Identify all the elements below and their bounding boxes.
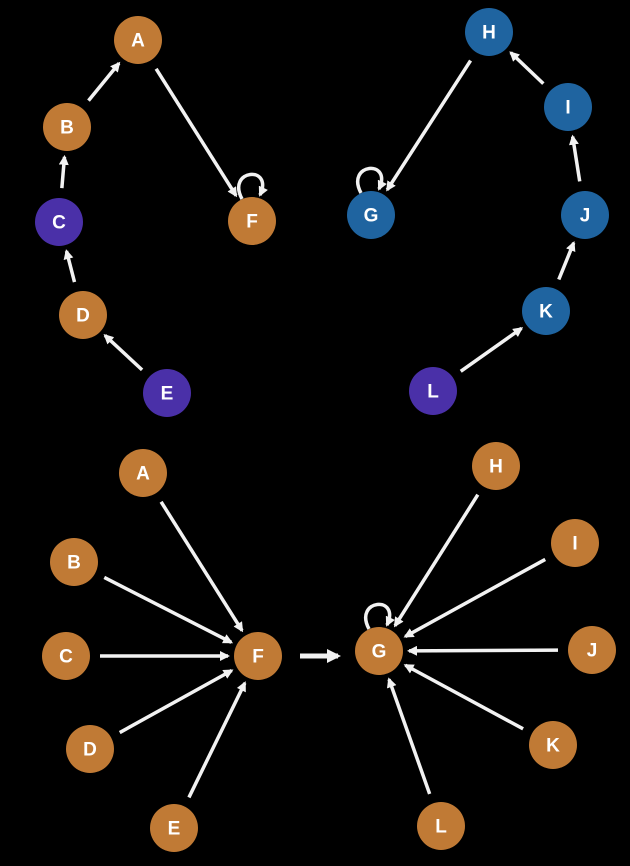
- node-label: G: [372, 642, 387, 663]
- node-bottom-left-B: B: [50, 538, 98, 586]
- edge-bottom-right-K-to-G: [403, 663, 524, 731]
- node-circle: [150, 804, 198, 852]
- node-circle: [409, 367, 457, 415]
- node-label: A: [131, 31, 145, 52]
- node-bottom-right-J: J: [568, 626, 616, 674]
- node-circle: [355, 627, 403, 675]
- node-top-right-K: K: [522, 287, 570, 335]
- node-circle: [234, 632, 282, 680]
- node-label: L: [427, 382, 439, 403]
- node-bottom-right-K: K: [529, 721, 577, 769]
- node-bottom-left-D: D: [66, 725, 114, 773]
- node-circle: [114, 16, 162, 64]
- self-loop-bottom-right-G: [364, 602, 395, 630]
- node-circle: [228, 197, 276, 245]
- node-label: H: [482, 23, 496, 44]
- node-circle: [551, 519, 599, 567]
- edge-top-left-C-to-B: [58, 154, 69, 189]
- node-bottom-left-C: C: [42, 632, 90, 680]
- node-top-left-B: B: [43, 103, 91, 151]
- node-label: J: [587, 641, 598, 662]
- edge-bottom-right-I-to-G: [403, 557, 547, 639]
- node-top-left-E: E: [143, 369, 191, 417]
- node-label: K: [539, 302, 553, 323]
- node-circle: [465, 8, 513, 56]
- node-bottom-left-A: A: [119, 449, 167, 497]
- node-bottom-right-H: H: [472, 442, 520, 490]
- node-bottom-right-G: G: [355, 627, 403, 675]
- node-circle: [119, 449, 167, 497]
- edge-top-right-J-to-I: [568, 134, 582, 182]
- edge-bottom-right-H-to-G: [393, 493, 480, 628]
- node-circle: [529, 721, 577, 769]
- edge-top-right-I-to-H: [509, 51, 545, 85]
- node-label: A: [136, 464, 150, 485]
- node-circle: [544, 83, 592, 131]
- node-top-right-L: L: [409, 367, 457, 415]
- node-circle: [66, 725, 114, 773]
- edge-bottom-right-J-to-G: [406, 645, 559, 656]
- node-label: H: [489, 457, 503, 478]
- edge-top-right-K-to-J: [557, 240, 576, 281]
- node-top-right-H: H: [465, 8, 513, 56]
- node-label: I: [565, 98, 570, 119]
- node-label: E: [168, 819, 181, 840]
- edge-bottom-right-L-to-G: [386, 677, 432, 795]
- node-top-right-I: I: [544, 83, 592, 131]
- node-circle: [568, 626, 616, 674]
- node-label: D: [83, 740, 97, 761]
- node-circle: [347, 191, 395, 239]
- edge-top-left-A-to-F: [154, 67, 238, 198]
- edge-bottom-left-B-to-F: [103, 575, 234, 644]
- self-loop-top-left-F: [237, 172, 268, 200]
- node-circle: [143, 369, 191, 417]
- edge-bottom-left-D-to-F: [118, 668, 234, 735]
- node-circle: [59, 291, 107, 339]
- node-top-left-D: D: [59, 291, 107, 339]
- edge-top-left-E-to-D: [103, 334, 144, 372]
- node-circle: [417, 802, 465, 850]
- node-bottom-left-F: F: [234, 632, 282, 680]
- node-circle: [35, 198, 83, 246]
- node-top-right-J: J: [561, 191, 609, 239]
- edge-bottom-left-A-to-F: [159, 500, 244, 633]
- edge-top-left-D-to-C: [63, 249, 77, 283]
- node-label: L: [435, 817, 447, 838]
- node-label: I: [572, 534, 577, 555]
- node-label: C: [52, 213, 66, 234]
- node-top-left-F: F: [228, 197, 276, 245]
- node-circle: [50, 538, 98, 586]
- edge-bottom-left-E-to-F: [187, 681, 247, 799]
- node-label: F: [252, 647, 264, 668]
- node-label: F: [246, 212, 258, 233]
- node-bottom-left-E: E: [150, 804, 198, 852]
- node-circle: [561, 191, 609, 239]
- node-circle: [522, 287, 570, 335]
- node-bottom-right-I: I: [551, 519, 599, 567]
- node-bottom-right-L: L: [417, 802, 465, 850]
- self-loop-top-right-G: [356, 166, 387, 194]
- node-top-right-G: G: [347, 191, 395, 239]
- node-label: D: [76, 306, 90, 327]
- node-label: E: [161, 384, 174, 405]
- node-top-left-C: C: [35, 198, 83, 246]
- node-circle: [43, 103, 91, 151]
- node-label: B: [60, 118, 74, 139]
- node-circle: [42, 632, 90, 680]
- node-label: K: [546, 736, 560, 757]
- edge-top-left-B-to-A: [87, 61, 121, 102]
- node-label: J: [580, 206, 591, 227]
- node-top-left-A: A: [114, 16, 162, 64]
- node-label: B: [67, 553, 81, 574]
- node-circle: [472, 442, 520, 490]
- edge-top-right-H-to-G: [385, 59, 473, 192]
- node-label: G: [364, 206, 379, 227]
- node-label: C: [59, 647, 73, 668]
- edge-top-right-L-to-K: [459, 326, 524, 373]
